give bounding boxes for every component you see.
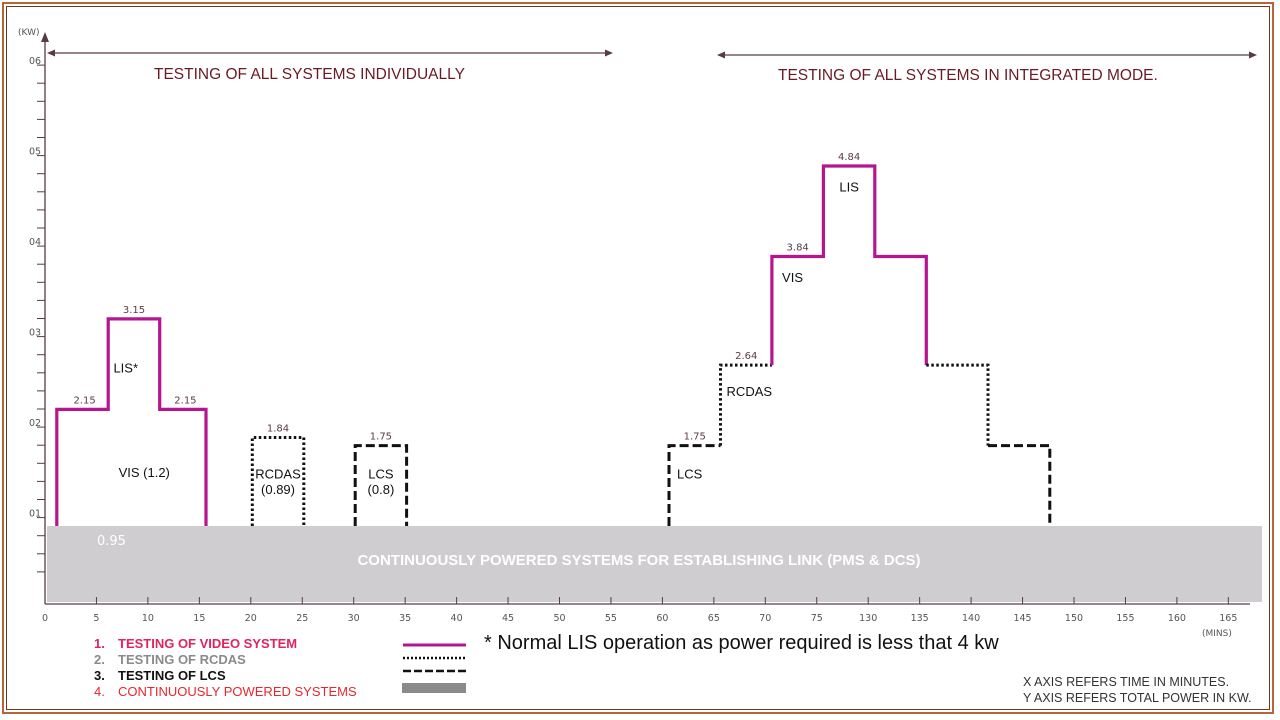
legend-item-video: 1. TESTING OF VIDEO SYSTEM	[94, 636, 357, 652]
data-value-label: 1.84	[267, 423, 289, 434]
y-tick-label: 02	[29, 418, 41, 429]
y-tick-label: 05	[29, 147, 41, 158]
series-name-label: RCDAS	[727, 384, 773, 399]
x-tick-label: 35	[399, 613, 411, 624]
series-line-rcdas-integrated-ramp-down	[926, 363, 990, 446]
legend-item-lcs: 3. TESTING OF LCS	[94, 668, 357, 684]
x-tick-label: 70	[759, 613, 771, 624]
x-tick-label: 165	[1219, 613, 1237, 624]
y-axis-note: Y AXIS REFERS TOTAL POWER IN KW.	[1023, 691, 1252, 705]
x-tick-label: 130	[859, 613, 877, 624]
section-individual-span-left-arrow-icon	[47, 49, 55, 57]
series-name-label: LCS	[368, 467, 394, 482]
x-tick-label: 15	[193, 613, 205, 624]
axis-notes: X AXIS REFERS TIME IN MINUTES. Y AXIS RE…	[1023, 674, 1252, 706]
baseline-value-label: 0.95	[97, 534, 126, 549]
x-tick-label: 140	[962, 613, 980, 624]
series-name-label: (0.8)	[368, 482, 395, 497]
x-tick-label: 135	[911, 613, 929, 624]
x-tick-label: 10	[142, 613, 154, 624]
legend-item-num: 1.	[94, 636, 105, 651]
y-tick-label: 04	[29, 237, 41, 248]
x-tick-label: 40	[451, 613, 463, 624]
x-tick-label: 55	[605, 613, 617, 624]
legend-item-num: 3.	[94, 668, 105, 683]
legend: 1. TESTING OF VIDEO SYSTEM 2. TESTING OF R…	[94, 636, 357, 700]
series-line-lcs-individual	[353, 444, 409, 526]
x-tick-label: 60	[656, 613, 668, 624]
footnote: * Normal LIS operation as power required…	[484, 632, 999, 654]
data-value-label: 2.15	[73, 395, 95, 406]
x-tick-label: 75	[811, 613, 823, 624]
section-label-integrated: TESTING OF ALL SYSTEMS IN INTEGRATED MOD…	[778, 67, 1158, 84]
legend-swatch-band	[402, 683, 466, 693]
y-axis-arrow-icon	[41, 32, 49, 42]
continuous-power-band	[47, 526, 1262, 602]
legend-item-num: 2.	[94, 652, 105, 667]
series-name-label: (0.89)	[261, 482, 295, 497]
series-name-label: LIS	[839, 180, 859, 195]
x-tick-label: 155	[1116, 613, 1134, 624]
series-name-label: RCDAS	[255, 467, 301, 482]
series-line-vis-lis-integrated	[770, 164, 928, 366]
y-tick-label: 01	[29, 509, 41, 520]
data-value-label: 4.84	[838, 152, 860, 163]
legend-item-label: TESTING OF RCDAS	[118, 652, 246, 667]
x-tick-label: 25	[296, 613, 308, 624]
series-name-label: VIS (1.2)	[119, 465, 170, 480]
data-value-label: 2.15	[174, 395, 196, 406]
legend-item-label: CONTINUOUSLY POWERED SYSTEMS	[118, 684, 357, 699]
series-line-rcdas-integrated	[719, 363, 772, 446]
section-individual-span-right-arrow-icon	[605, 49, 613, 57]
data-value-label: 3.15	[123, 305, 145, 316]
y-tick-label: 06	[29, 56, 41, 67]
series-name-label: VIS	[782, 270, 803, 285]
section-integrated-span-right-arrow-icon	[1249, 51, 1257, 59]
series-line-lcs-integrated	[667, 444, 721, 526]
x-tick-label: 20	[245, 613, 257, 624]
series-line-vis-lis-individual	[55, 317, 208, 526]
legend-item-num: 4.	[94, 684, 105, 699]
data-value-label: 1.75	[370, 432, 392, 443]
data-value-label: 1.75	[684, 432, 706, 443]
series-name-label: LIS*	[113, 361, 138, 376]
section-integrated-span-left-arrow-icon	[717, 51, 725, 59]
section-label-individual: TESTING OF ALL SYSTEMS INDIVIDUALLY	[154, 66, 465, 83]
legend-item-label: TESTING OF LCS	[118, 668, 226, 683]
x-tick-label: 160	[1168, 613, 1186, 624]
x-tick-label: 45	[502, 613, 514, 624]
x-tick-label: 145	[1013, 613, 1031, 624]
series-name-label: LCS	[677, 467, 703, 482]
legend-item-rcdas: 2. TESTING OF RCDAS	[94, 652, 357, 668]
legend-item-continuous: 4. CONTINUOUSLY POWERED SYSTEMS	[94, 684, 357, 700]
data-value-label: 2.64	[735, 351, 757, 362]
x-axis-note: X AXIS REFERS TIME IN MINUTES.	[1023, 675, 1230, 689]
series-line-lcs-integrated-ramp-down	[988, 444, 1052, 526]
legend-item-label: TESTING OF VIDEO SYSTEM	[118, 636, 298, 651]
data-value-label: 3.84	[787, 242, 809, 253]
x-tick-label: 65	[708, 613, 720, 624]
x-tick-label: 150	[1065, 613, 1083, 624]
x-tick-label: 0	[42, 613, 48, 624]
y-tick-label: 03	[29, 328, 41, 339]
inner-frame	[6, 6, 1270, 710]
y-axis-unit-label: (KW)	[18, 28, 40, 38]
x-tick-label: 5	[93, 613, 99, 624]
x-axis-unit-label: (MINS)	[1202, 629, 1232, 639]
x-tick-label: 30	[348, 613, 360, 624]
baseline-band-label: CONTINUOUSLY POWERED SYSTEMS FOR ESTABLI…	[357, 552, 920, 569]
x-tick-label: 50	[553, 613, 565, 624]
